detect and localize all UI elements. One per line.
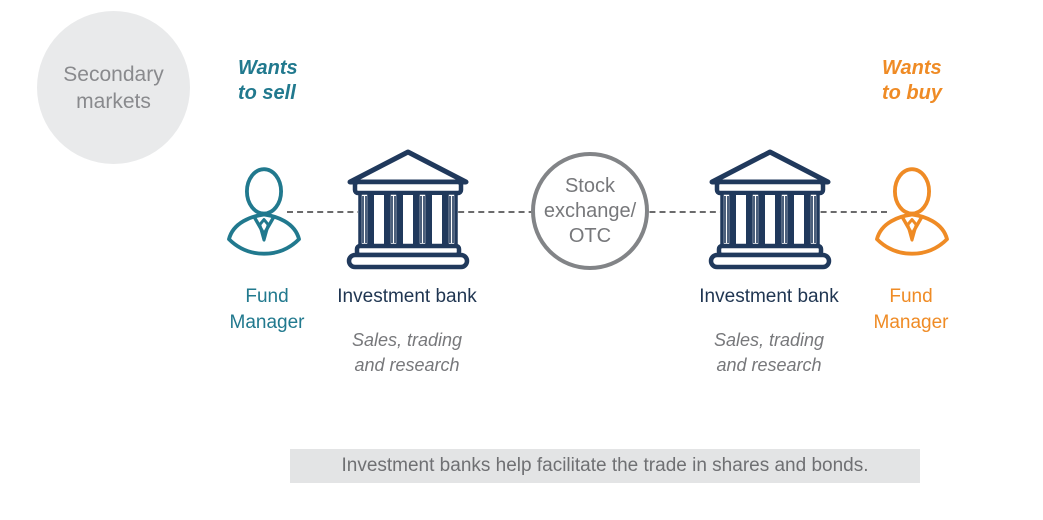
fund-manager-seller-label: Fund Manager [229,286,305,333]
investment-bank-right-icon [704,144,836,270]
investment-bank-left-label: Investment bank [337,286,477,307]
investment-bank-right-sublabel: Sales, trading and research [713,330,825,375]
investment-bank-right-label: Investment bank [699,286,839,307]
bank-building-icon [708,149,832,270]
stock-exchange-node: Stock exchange/ OTC [531,152,649,270]
secondary-markets-badge-label: Secondary markets [63,62,164,113]
fund-manager-seller-icon [223,165,305,257]
stock-exchange-label: Stock exchange/ OTC [543,174,637,247]
person-icon [875,167,949,256]
fund-manager-buyer-icon [871,165,953,257]
investment-bank-left-icon [342,144,474,270]
bank-building-icon [346,149,470,270]
person-icon [227,167,301,256]
wants-to-buy-label: Wants to buy [882,57,942,104]
investment-bank-left-sublabel: Sales, trading and research [351,330,463,375]
caption-banner: Investment banks help facilitate the tra… [290,449,920,483]
secondary-markets-badge: Secondary markets [37,11,190,164]
wants-to-sell-label: Wants to sell [238,57,298,104]
fund-manager-buyer-label: Fund Manager [873,286,949,333]
